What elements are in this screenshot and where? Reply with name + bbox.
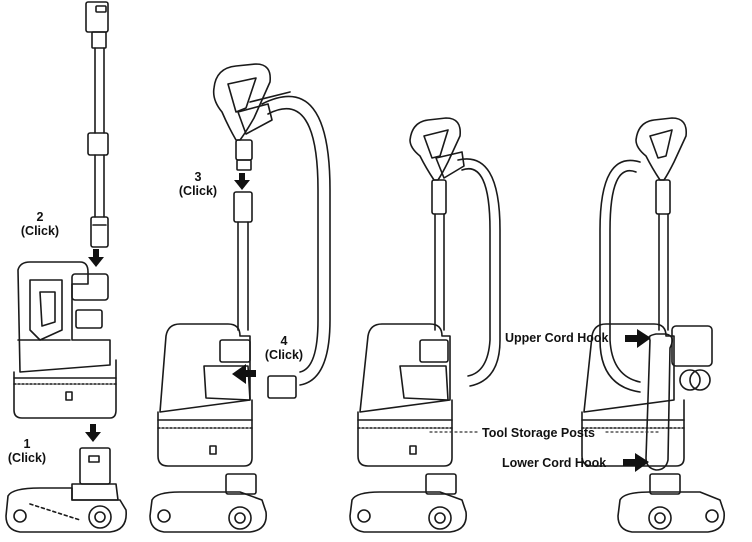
handle-grip [212, 63, 291, 171]
step-4-number: 4 [280, 334, 288, 348]
upper-cord-hook-label: Upper Cord Hook [505, 331, 609, 345]
panel-2-assembly [149, 63, 331, 533]
tool-storage-posts-label: Tool Storage Posts [482, 426, 595, 440]
step-2-number: 2 [36, 210, 44, 224]
down-arrow-step-2 [88, 249, 104, 267]
left-arrow-step-4 [232, 364, 256, 384]
step-2-label: 2 (Click) [18, 210, 62, 238]
down-arrow-step-1 [85, 424, 101, 442]
floor-nozzle [5, 447, 127, 533]
step-2-action: (Click) [20, 224, 60, 238]
step-1-label: 1 (Click) [2, 437, 52, 465]
step-1-action: (Click) [7, 451, 47, 465]
down-arrow-step-3 [234, 173, 250, 190]
panel-3-assembled [349, 117, 501, 533]
panel-1-exploded-parts [5, 1, 127, 533]
pod-body [13, 261, 117, 419]
lower-cord-hook-label: Lower Cord Hook [502, 456, 607, 470]
step-3-label: 3 (Click) [172, 170, 224, 198]
hose [261, 95, 331, 399]
step-1-number: 1 [23, 437, 31, 451]
wand-tube [85, 1, 109, 248]
step-3-number: 3 [194, 170, 202, 184]
step-4-action: (Click) [264, 348, 304, 362]
pod-and-base [149, 323, 267, 533]
upper-tube [233, 191, 253, 331]
lower-cord-hook-arrow [623, 453, 649, 472]
step-3-action: (Click) [178, 184, 218, 198]
step-4-label: 4 (Click) [258, 334, 310, 362]
upper-cord-hook-arrow [625, 329, 651, 348]
